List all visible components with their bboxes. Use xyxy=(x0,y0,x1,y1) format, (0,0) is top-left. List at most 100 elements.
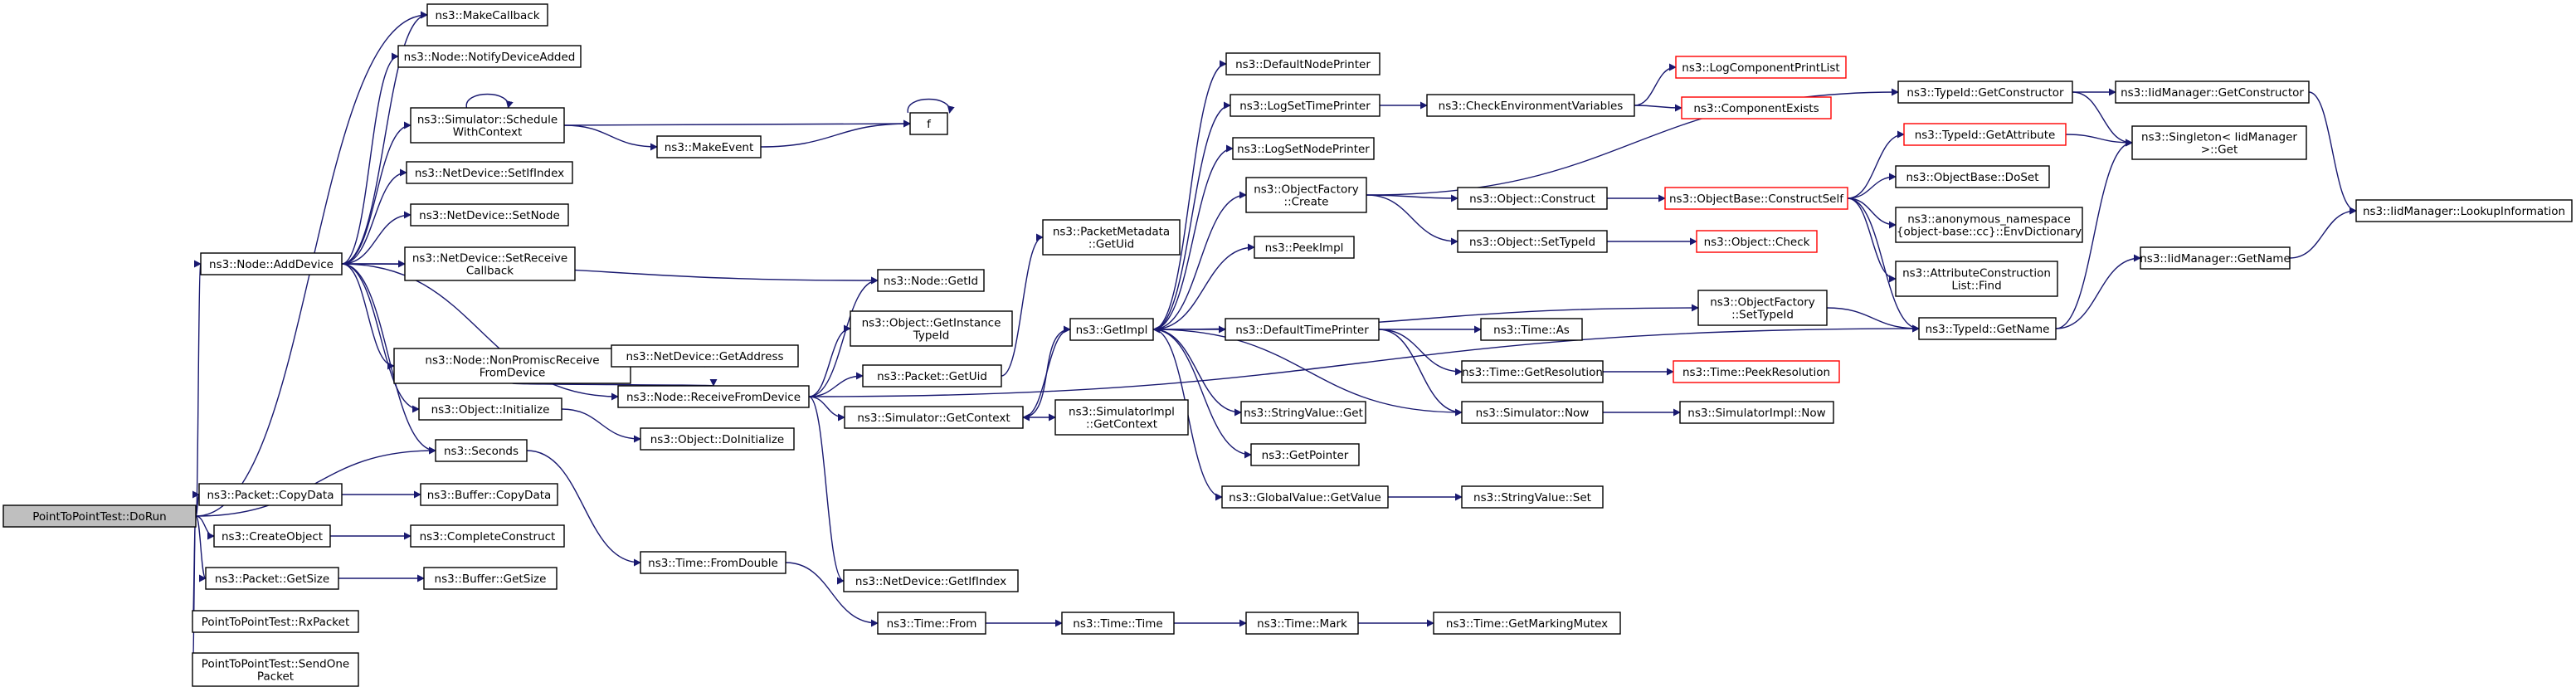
call-edge xyxy=(808,396,845,585)
node-nodegetid[interactable]: ns3::Node::GetId xyxy=(877,269,985,292)
node-iidmgrgetname[interactable]: ns3::IidManager::GetName xyxy=(2140,246,2291,270)
node-makeevent[interactable]: ns3::MakeEvent xyxy=(656,135,762,158)
call-edge xyxy=(1001,233,1044,377)
node-packetgetuid[interactable]: ns3::Packet::GetUid xyxy=(862,364,1002,387)
call-edge xyxy=(907,98,955,114)
node-getsize[interactable]: ns3::Packet::GetSize xyxy=(205,567,339,590)
node-typeidgetname[interactable]: ns3::TypeId::GetName xyxy=(1918,317,2057,340)
node-deftimeprinter[interactable]: ns3::DefaultTimePrinter xyxy=(1225,318,1380,341)
node-notifydevadded[interactable]: ns3::Node::NotifyDeviceAdded xyxy=(397,45,582,68)
node-getifindex[interactable]: ns3::NetDevice::GetIfIndex xyxy=(843,569,1019,592)
node-f[interactable]: f xyxy=(909,112,948,135)
node-objbaseconstructself[interactable]: ns3::ObjectBase::ConstructSelf xyxy=(1664,187,1848,210)
node-logsettimeprinter[interactable]: ns3::LogSetTimePrinter xyxy=(1230,94,1381,117)
node-seconds[interactable]: ns3::Seconds xyxy=(435,439,528,462)
node-adddevice[interactable]: ns3::Node::AddDevice xyxy=(200,252,343,275)
node-logcomplist[interactable]: ns3::LogComponentPrintList xyxy=(1675,56,1847,79)
node-singletonget[interactable]: ns3::Singleton< IidManager>::Get xyxy=(2131,125,2307,160)
edge-schedctx-to-f xyxy=(563,119,911,128)
node-completeconstruct[interactable]: ns3::CompleteConstruct xyxy=(410,524,565,548)
call-edge xyxy=(1152,101,1231,330)
node-getimpl[interactable]: ns3::GetImpl xyxy=(1069,318,1154,341)
node-makecallback[interactable]: ns3::MakeCallback xyxy=(426,3,548,27)
node-objcheck[interactable]: ns3::Object::Check xyxy=(1696,230,1818,253)
node-setifindex[interactable]: ns3::NetDevice::SetIfIndex xyxy=(406,161,573,184)
node-simimplnow[interactable]: ns3::SimulatorImpl::Now xyxy=(1679,401,1834,424)
node-label: ns3::Node::NonPromiscReceive xyxy=(425,354,599,368)
node-box xyxy=(1696,230,1818,253)
edge-recvfromdev-to-simgetcontext xyxy=(808,396,845,422)
call-edge xyxy=(2289,207,2357,259)
node-box xyxy=(1426,94,1635,117)
node-fromdouble[interactable]: ns3::Time::FromDouble xyxy=(640,551,786,574)
node-defnodeprinter[interactable]: ns3::DefaultNodePrinter xyxy=(1225,52,1381,76)
node-box xyxy=(410,107,565,144)
call-edge xyxy=(2055,139,2133,329)
node-bufcopydata[interactable]: ns3::Buffer::CopyData xyxy=(420,483,558,506)
node-globalvaluegetvalue[interactable]: ns3::GlobalValue::GetValue xyxy=(1221,485,1389,509)
node-createobject[interactable]: ns3::CreateObject xyxy=(213,524,331,548)
node-recvfromdev[interactable]: ns3::Node::ReceiveFromDevice xyxy=(617,385,810,408)
edge-adddevice-to-objinit xyxy=(341,263,420,413)
node-peekimpl[interactable]: ns3::PeekImpl xyxy=(1254,236,1355,259)
node-objbasedoset[interactable]: ns3::ObjectBase::DoSet xyxy=(1895,165,2050,188)
node-timepeekresolution[interactable]: ns3::Time::PeekResolution xyxy=(1673,360,1840,383)
node-setnode[interactable]: ns3::NetDevice::SetNode xyxy=(410,203,569,227)
node-box xyxy=(418,397,562,421)
node-bufgetsize[interactable]: ns3::Buffer::GetSize xyxy=(423,567,558,590)
node-simimplgetcontext[interactable]: ns3::SimulatorImpl::GetContext xyxy=(1054,399,1189,436)
edge-fromdouble-to-timefrom xyxy=(785,562,879,627)
node-stringvalueset[interactable]: ns3::StringValue::Set xyxy=(1461,485,1604,509)
node-iidmgrlookup[interactable]: ns3::IidManager::LookupInformation xyxy=(2355,199,2573,222)
node-box xyxy=(1697,290,1828,326)
node-timegetresolution[interactable]: ns3::Time::GetResolution xyxy=(1461,360,1604,383)
node-objinit[interactable]: ns3::Object::Initialize xyxy=(418,397,562,421)
node-timeas[interactable]: ns3::Time::As xyxy=(1480,318,1583,341)
node-dorun[interactable]: PointToPointTest::DoRun xyxy=(2,504,197,528)
node-logsetnodeprinter[interactable]: ns3::LogSetNodePrinter xyxy=(1232,137,1375,160)
node-stringvalueget[interactable]: ns3::StringValue::Get xyxy=(1240,401,1366,424)
node-rxpacket[interactable]: PointToPointTest::RxPacket xyxy=(192,610,359,633)
node-checkenvvars[interactable]: ns3::CheckEnvironmentVariables xyxy=(1426,94,1635,117)
node-objfactsettypeid[interactable]: ns3::ObjectFactory::SetTypeId xyxy=(1697,290,1828,326)
node-objsettypeid[interactable]: ns3::Object::SetTypeId xyxy=(1457,230,1608,253)
node-box xyxy=(1675,56,1847,79)
node-doinitialize[interactable]: ns3::Object::DoInitialize xyxy=(640,427,795,451)
node-getmarkingmutex[interactable]: ns3::Time::GetMarkingMutex xyxy=(1433,612,1621,635)
node-timemark[interactable]: ns3::Time::Mark xyxy=(1245,612,1359,635)
call-edge xyxy=(1847,197,1897,229)
call-edge xyxy=(341,263,395,370)
node-box xyxy=(1461,360,1604,383)
node-typeidgetattribute[interactable]: ns3::TypeId::GetAttribute xyxy=(1903,123,2067,146)
node-getpointer[interactable]: ns3::GetPointer xyxy=(1250,443,1360,466)
node-objfactcreate[interactable]: ns3::ObjectFactory::Create xyxy=(1245,177,1367,213)
node-simgetcontext[interactable]: ns3::Simulator::GetContext xyxy=(844,406,1024,429)
node-objconstruct[interactable]: ns3::Object::Construct xyxy=(1457,187,1608,210)
node-label: ns3::anonymous_namespace xyxy=(1907,213,2071,227)
node-timefrom[interactable]: ns3::Time::From xyxy=(877,612,986,635)
node-box xyxy=(862,364,1002,387)
edge-objbaseconstructself-to-attrconstrfind xyxy=(1847,197,1897,283)
node-pktmetagetuid[interactable]: ns3::PacketMetadata::GetUid xyxy=(1042,219,1181,256)
edge-objbaseconstructself-to-objbasedoset xyxy=(1847,173,1897,199)
node-simnow[interactable]: ns3::Simulator::Now xyxy=(1461,401,1604,424)
node-box xyxy=(877,612,986,635)
edge-schedctx-to-makeevent xyxy=(563,124,658,151)
node-label: ns3::Object::DoInitialize xyxy=(650,433,785,446)
node-label: ns3::TypeId::GetName xyxy=(1926,323,2050,336)
node-iidmgrgetconstructor[interactable]: ns3::IidManager::GetConstructor xyxy=(2115,80,2310,104)
node-typeidgetconstructor[interactable]: ns3::TypeId::GetConstructor xyxy=(1897,80,2073,104)
node-box xyxy=(1230,94,1381,117)
node-copydata[interactable]: ns3::Packet::CopyData xyxy=(198,483,343,506)
node-getaddress[interactable]: ns3::NetDevice::GetAddress xyxy=(611,344,799,368)
node-compexists[interactable]: ns3::ComponentExists xyxy=(1681,96,1832,119)
node-box xyxy=(1679,401,1834,424)
node-timetime[interactable]: ns3::Time::Time xyxy=(1061,612,1175,635)
node-anonenvdict[interactable]: ns3::anonymous_namespace{object-base::cc… xyxy=(1895,207,2083,243)
